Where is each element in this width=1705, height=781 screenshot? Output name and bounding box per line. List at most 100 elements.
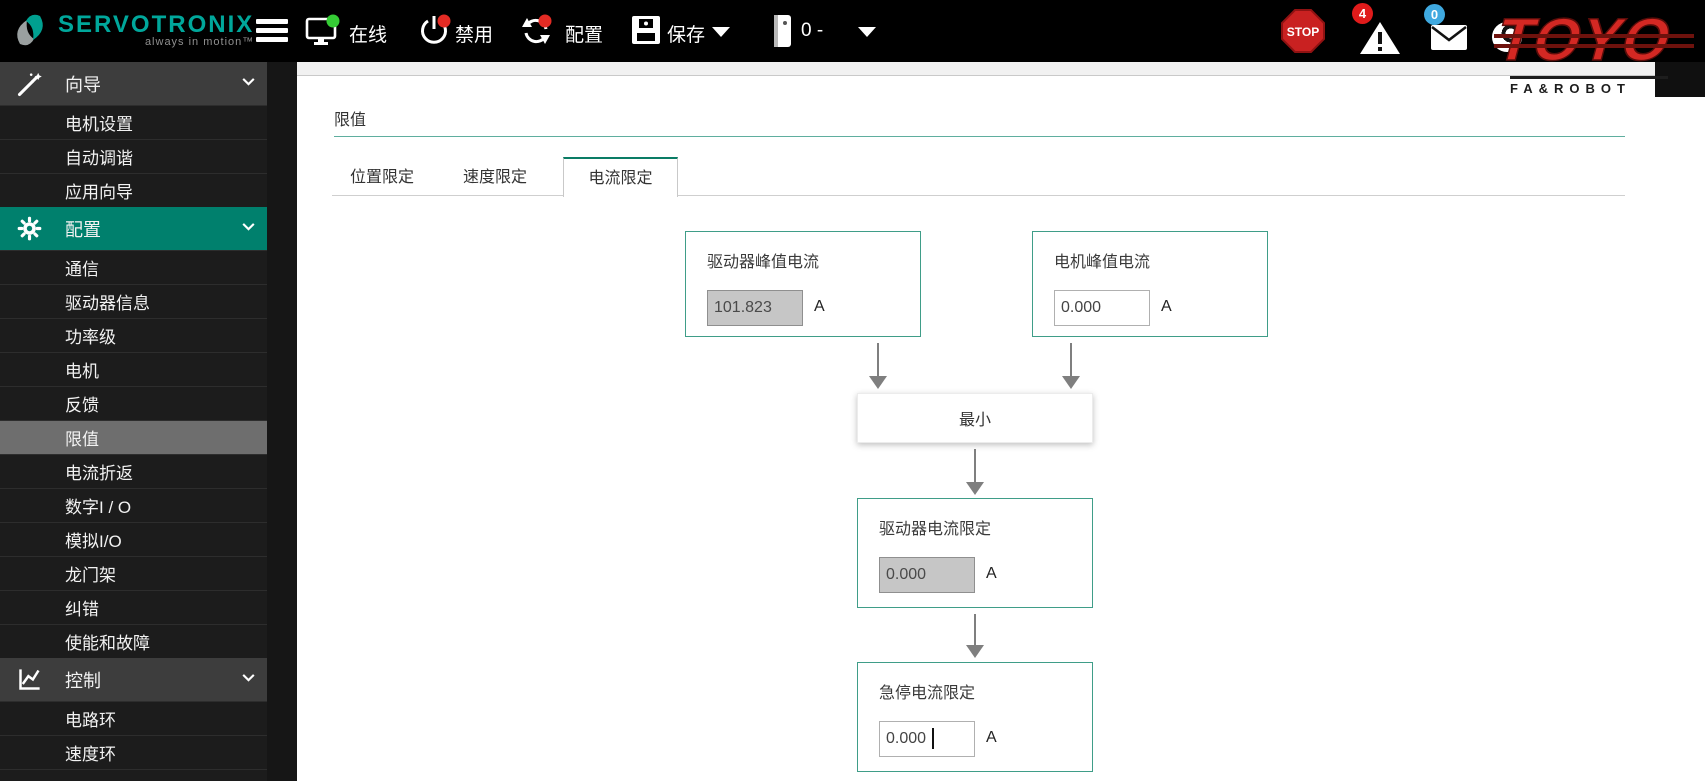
unit-label: A [1161,298,1172,315]
sidebar-rows: 向导电机设置自动调谐应用向导配置通信驱动器信息功率级电机反馈限值电流折返数字I … [0,62,297,769]
sidebar-item-电机[interactable]: 电机 [0,352,267,386]
sidebar-item-label: 向导 [65,74,101,95]
sidebar-item-label: 控制 [65,670,101,691]
stop-button[interactable]: STOP [1280,8,1326,54]
drive-dropdown-arrow[interactable] [858,27,876,37]
motor-peak-current-label: 电机峰值电流 [1054,254,1151,271]
sidebar-item-使能和故障[interactable]: 使能和故障 [0,624,267,658]
drive-peak-current-box: 驱动器峰值电流 A [685,231,921,337]
sidebar-item-电路环[interactable]: 电路环 [0,701,267,735]
motor-peak-current-input[interactable] [1054,290,1150,326]
sidebar-item-label: 配置 [65,219,101,240]
flow-arrow [1062,343,1080,389]
drive-current-limit-input[interactable] [879,557,975,593]
drive-selector-value[interactable]: 0 - [801,20,824,41]
unit-label: A [986,729,997,746]
toyo-stripe [1494,34,1694,38]
config-button-label[interactable]: 配置 [565,25,604,46]
sidebar-item-label: 反馈 [65,396,99,415]
sidebar-item-电流折返[interactable]: 电流折返 [0,454,267,488]
drive-peak-current-input[interactable] [707,290,803,326]
tabstrip-divider [332,195,1625,196]
sidebar-item-label: 自动调谐 [65,149,133,168]
disable-status-label[interactable]: 禁用 [455,25,494,46]
brand-name: SERVOTRONIX [58,11,255,38]
top-toolbar: SERVOTRONIX always in motion™ 在线 禁用 [0,0,1705,62]
toyo-logo: TOYO FA&ROBOT [1488,5,1703,100]
sidebar-group-控制[interactable]: 控制 [0,658,267,701]
sidebar-item-自动调谐[interactable]: 自动调谐 [0,139,267,173]
toyo-logo-subtitle: FA&ROBOT [1510,76,1668,96]
power-icon[interactable] [416,14,454,48]
tab-current-limit[interactable]: 电流限定 [563,157,678,197]
sidebar-item-功率级[interactable]: 功率级 [0,318,267,352]
title-divider [334,136,1625,137]
sidebar-group-配置[interactable]: 配置 [0,207,267,250]
sidebar-item-反馈[interactable]: 反馈 [0,386,267,420]
stop-label: STOP [1287,25,1319,39]
save-button-label[interactable]: 保存 [667,25,706,46]
save-dropdown-arrow[interactable] [712,27,730,37]
tab-position-limit[interactable]: 位置限定 [349,169,414,186]
servotronix-swirl-icon [17,14,43,46]
flow-arrow [966,449,984,495]
sidebar-item-速度环[interactable]: 速度环 [0,735,267,769]
sidebar-item-label: 电流折返 [65,464,133,483]
sidebar-item-label: 电路环 [65,711,116,730]
minimum-node: 最小 [857,393,1093,443]
sidebar-item-label: 使能和故障 [65,634,150,653]
sidebar-nav: 向导电机设置自动调谐应用向导配置通信驱动器信息功率级电机反馈限值电流折返数字I … [0,62,297,781]
unit-label: A [986,565,997,582]
sidebar-item-label: 驱动器信息 [65,294,150,313]
sidebar-item-label: 电机设置 [65,115,133,134]
mail-count-badge[interactable]: 0 [1424,4,1445,25]
sidebar-item-label: 数字I / O [65,498,132,517]
save-floppy-icon[interactable] [630,14,662,46]
tab-speed-limit[interactable]: 速度限定 [462,169,527,186]
toyo-logo-shadow [1655,62,1705,97]
sync-icon[interactable] [518,14,558,48]
sidebar-item-label: 纠错 [65,600,99,619]
control-icon [16,666,44,694]
drive-icon[interactable] [768,13,794,49]
wand-icon [16,70,44,98]
warning-icon[interactable] [1358,20,1402,56]
sidebar-item-电机设置[interactable]: 电机设置 [0,105,267,139]
sidebar-item-label: 电机 [65,362,99,381]
sidebar-item-纠错[interactable]: 纠错 [0,590,267,624]
chevron-down-icon [240,73,257,95]
flow-arrow [966,614,984,658]
sidebar-item-数字I / O[interactable]: 数字I / O [0,488,267,522]
drive-current-limit-box: 驱动器电流限定 A [857,498,1093,608]
warning-count-badge[interactable]: 4 [1352,3,1373,24]
servotronix-logo: SERVOTRONIX always in motion™ [8,6,254,54]
sidebar-item-模拟I/O[interactable]: 模拟I/O [0,522,267,556]
page-title: 限值 [334,112,367,129]
sidebar-item-label: 应用向导 [65,183,133,202]
sidebar-item-partial [0,769,267,781]
mail-icon[interactable] [1430,24,1468,51]
brand-tagline: always in motion™ [144,36,255,48]
content-top-strip [297,62,1705,76]
monitor-icon[interactable] [304,14,342,48]
sidebar-item-驱动器信息[interactable]: 驱动器信息 [0,284,267,318]
toyo-stripe [1494,44,1694,48]
sidebar-item-龙门架[interactable]: 龙门架 [0,556,267,590]
estop-current-limit-box: 急停电流限定 A [857,662,1093,772]
drive-peak-current-label: 驱动器峰值电流 [707,254,820,271]
flow-arrow [869,343,887,389]
estop-current-limit-input[interactable] [879,721,975,757]
sidebar-item-应用向导[interactable]: 应用向导 [0,173,267,207]
sidebar-item-label: 速度环 [65,745,116,764]
sidebar-item-label: 通信 [65,260,99,279]
sidebar-item-通信[interactable]: 通信 [0,250,267,284]
sidebar-item-label: 龙门架 [65,566,116,585]
menu-toggle-button[interactable] [256,19,288,43]
estop-current-limit-label: 急停电流限定 [879,685,976,702]
gear-icon [16,215,44,243]
toyo-logo-title: TOYO [1488,5,1681,74]
sidebar-item-限值[interactable]: 限值 [0,420,267,454]
online-status-label[interactable]: 在线 [349,25,388,46]
sidebar-group-向导[interactable]: 向导 [0,62,267,105]
